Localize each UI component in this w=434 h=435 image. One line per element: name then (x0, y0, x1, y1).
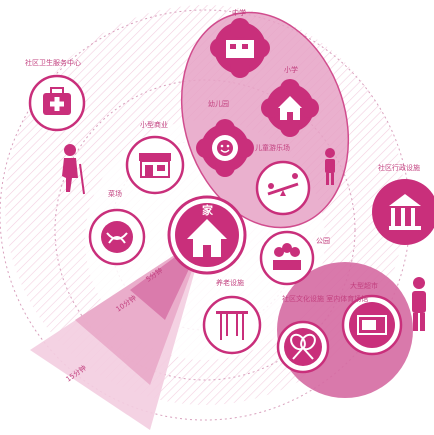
adult-figure-icon (412, 277, 426, 331)
middle-school-icon (210, 18, 270, 78)
label-small-shop: 小型商业 (140, 120, 168, 129)
shop-icon (125, 135, 185, 195)
label-middle-school: 中学 (232, 8, 246, 17)
supermarket-icon (341, 294, 403, 356)
elderly-person-icon (62, 144, 85, 195)
label-kindergarten: 幼儿园 (208, 99, 229, 108)
label-elderly-facility: 养老设施 (216, 278, 244, 287)
label-home: 家 (202, 203, 214, 217)
label-admin-facility: 社区行政设施 (378, 163, 420, 172)
home-icon (167, 195, 247, 275)
label-primary-school: 小学 (284, 65, 298, 74)
label-market: 菜场 (108, 189, 122, 198)
admin-building-icon (372, 179, 434, 245)
child-figure-icon (325, 148, 335, 185)
kindergarten-icon (196, 119, 254, 177)
label-children-park: 儿童游乐场 (255, 143, 290, 152)
elderly-facility-icon (202, 295, 262, 355)
playground-icon (255, 160, 311, 216)
label-park: 公园 (316, 237, 330, 245)
label-health-center: 社区卫生服务中心 (25, 58, 81, 67)
label-large-store: 大型超市 (350, 281, 378, 290)
label-culture-sports: 社区文化设施 室内体育场馆 (282, 294, 368, 303)
health-center-icon (28, 74, 86, 132)
park-icon (259, 230, 315, 286)
sports-racket-icon (276, 320, 330, 374)
primary-school-icon (261, 79, 319, 137)
market-icon (88, 208, 146, 266)
